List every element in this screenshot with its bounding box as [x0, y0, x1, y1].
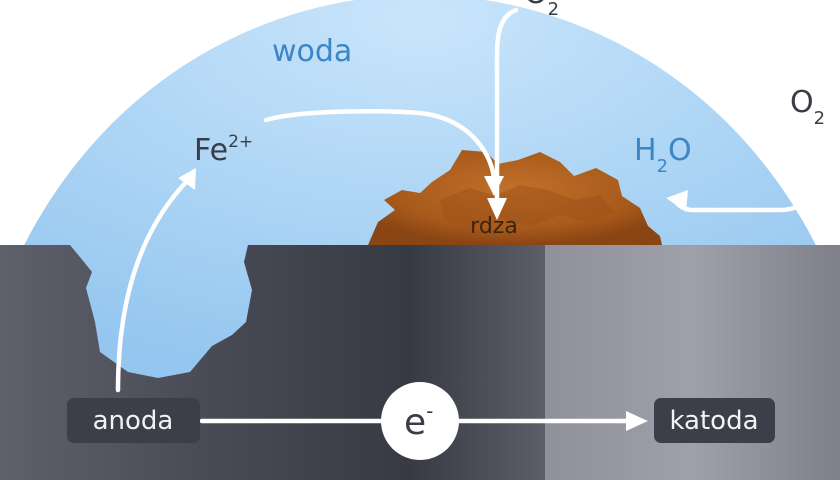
rust-deposit [368, 150, 662, 245]
electron-flow-head [626, 411, 648, 431]
arrow-oxygen-to-rust-head [487, 198, 507, 220]
oxygen-top-label: O2 [524, 0, 559, 20]
cathode-label-box [654, 398, 775, 443]
arrow-fe-to-rust [263, 109, 497, 181]
anode-label-box [67, 398, 200, 443]
electron-marker [381, 382, 459, 460]
cathode-label: katoda [669, 406, 758, 436]
anode-label: anoda [93, 406, 174, 436]
arrow-anode-to-fe-head [178, 168, 196, 190]
metal-anode-region [0, 245, 545, 480]
oxygen-right-label: O2 [790, 85, 825, 129]
arrow-oxygen-to-water-head [666, 190, 688, 212]
arrow-anode-to-fe [115, 177, 191, 393]
metal-cathode-region [545, 245, 840, 480]
rust-label: rdza [470, 214, 518, 239]
electron-label: e- [404, 399, 433, 443]
water-label: woda [272, 34, 352, 69]
rust-texture [440, 185, 615, 228]
water-molecule-label: H2O [634, 133, 692, 177]
iron-ion-label: Fe2+ [194, 132, 253, 168]
arrow-oxygen-to-rust [494, 7, 519, 201]
